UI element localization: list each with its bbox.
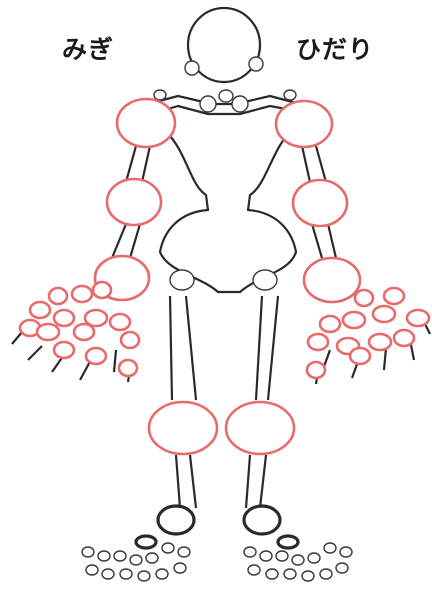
right-shoulder-joint xyxy=(117,99,175,147)
toe-joint-9 xyxy=(102,569,114,579)
left-hand-finger-joint-12 xyxy=(307,362,325,378)
neck-joint-right xyxy=(154,90,166,100)
torso xyxy=(160,132,296,292)
left-hand-finger-joint-4 xyxy=(343,312,365,328)
right-forearm xyxy=(112,224,140,258)
left-forearm xyxy=(312,224,336,258)
left-wrist-joint xyxy=(304,258,360,302)
right-hand-finger-joint-3 xyxy=(93,282,111,298)
left-hand-finger-joint-2 xyxy=(384,288,404,304)
sternoclavicular-joint-1 xyxy=(200,96,216,112)
left-hand-finger-joint-8 xyxy=(369,334,391,350)
left-hand-finger-joint-10 xyxy=(308,334,328,350)
right-hand-finger-joint-10 xyxy=(74,324,94,340)
right-hand-finger-joint-11 xyxy=(121,332,139,348)
toe-joint-26 xyxy=(336,563,348,573)
toe-joint-14 xyxy=(244,547,256,557)
left-hand-finger-joint-1 xyxy=(355,290,373,306)
right-hand-finger-joint-9 xyxy=(37,324,59,340)
right-hand-finger-joint-1 xyxy=(49,288,67,304)
left-hand-finger-joint-7 xyxy=(394,330,414,346)
left-hand-finger-joint-11 xyxy=(350,348,370,364)
left-shoulder-joint xyxy=(276,101,332,147)
right-ankle-small-joint xyxy=(136,536,156,548)
left-hand-finger-joint-5 xyxy=(320,316,340,332)
toe-joint-10 xyxy=(120,569,132,579)
toe-joint-16 xyxy=(276,551,288,561)
right-hand-finger-joint-4 xyxy=(30,302,50,318)
jaw-joint-left xyxy=(249,57,263,71)
right-hand-finger-joint-14 xyxy=(119,360,137,376)
left-ankle-joint xyxy=(244,506,280,534)
toe-joint-6 xyxy=(162,543,174,553)
toe-joint-19 xyxy=(324,543,336,553)
left-upper-arm xyxy=(302,146,326,182)
right-upper-arm xyxy=(126,146,150,182)
toe-joint-8 xyxy=(86,565,98,575)
right-knee-joint xyxy=(149,402,217,454)
sternoclavicular-joint-3 xyxy=(232,96,248,112)
toe-joint-24 xyxy=(302,571,314,581)
left-hand-finger-joint-6 xyxy=(407,310,429,326)
toe-joint-11 xyxy=(138,571,150,581)
right-ankle-joint xyxy=(158,506,194,534)
right-hand-finger-joint-12 xyxy=(54,342,74,358)
toe-joint-7 xyxy=(178,547,190,557)
left-hand-finger-joint-3 xyxy=(373,306,395,322)
sternoclavicular-joint-2 xyxy=(219,90,233,102)
right-hand-finger-joint-2 xyxy=(72,286,92,302)
toe-joint-21 xyxy=(248,565,260,575)
jaw-joint-right xyxy=(185,61,199,75)
toe-joint-3 xyxy=(114,551,126,561)
toe-joint-15 xyxy=(260,551,272,561)
toe-joint-20 xyxy=(340,547,352,557)
toe-joint-25 xyxy=(320,569,332,579)
left-knee-joint xyxy=(226,402,294,454)
toe-joint-17 xyxy=(292,555,304,565)
left-hip-joint xyxy=(253,270,277,290)
toe-joint-5 xyxy=(146,553,158,563)
toe-joint-23 xyxy=(284,569,296,579)
toe-joint-1 xyxy=(82,547,94,557)
right-hip-joint xyxy=(170,270,194,290)
toe-joint-12 xyxy=(156,569,168,579)
toe-joint-4 xyxy=(130,555,142,565)
right-elbow-joint xyxy=(107,179,161,225)
neck-joint-left xyxy=(284,90,296,100)
toe-joint-18 xyxy=(308,553,320,563)
right-hand-finger-joint-13 xyxy=(86,348,106,364)
left-ankle-small-joint xyxy=(278,536,298,548)
left-elbow-joint xyxy=(293,180,347,226)
toe-joint-13 xyxy=(174,563,186,573)
right-hand-finger-joint-7 xyxy=(110,314,130,330)
toe-joint-22 xyxy=(266,569,278,579)
toe-joint-2 xyxy=(98,551,110,561)
skeleton-outline xyxy=(12,8,430,508)
right-hand-finger-joint-5 xyxy=(54,310,74,326)
